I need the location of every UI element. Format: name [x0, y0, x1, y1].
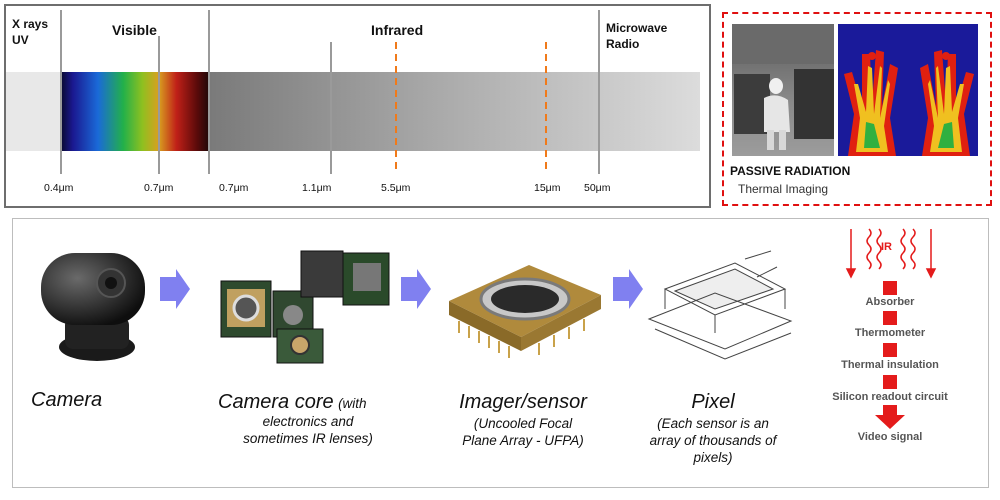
- infrared-band: [209, 72, 700, 151]
- tick-label: 1.1μm: [302, 182, 332, 194]
- thermal-title: PASSIVE RADIATION: [730, 164, 851, 178]
- tick-label: 5.5μm: [381, 182, 411, 194]
- layer-block: [883, 281, 897, 295]
- thermal-imaging-panel: PASSIVE RADIATION Thermal Imaging: [722, 12, 992, 206]
- visible-band: [61, 72, 209, 151]
- ir-radiation-icon: [845, 228, 937, 279]
- layer-absorber: Absorber: [865, 296, 915, 308]
- ir-label: IR: [881, 241, 892, 253]
- tick-label: 50μm: [584, 182, 611, 194]
- camera-core-image: [220, 250, 390, 364]
- thermal-subtitle: Thermal Imaging: [738, 182, 829, 196]
- arrow-right-icon: [160, 269, 190, 309]
- stage-sub-camera-core: electronics and sometimes IR lenses): [243, 414, 373, 446]
- thermal-images: [732, 24, 978, 156]
- stage-sub-imager: (Uncooled Focal Plane Array - UFPA): [462, 416, 584, 448]
- camera-image: [41, 253, 145, 361]
- layer-block: [883, 375, 897, 389]
- tick-label: 0.4μm: [44, 182, 74, 194]
- stage-title-camera: Camera: [31, 389, 103, 411]
- arrow-down-icon: [875, 405, 905, 429]
- stage-inline-with: (with: [338, 396, 367, 411]
- band-label-xray-uv: X rays UV: [12, 17, 49, 47]
- imager-sensor-image: [449, 265, 601, 358]
- pixel-diagram-image: [647, 250, 793, 360]
- tick-label: 0.7μm: [219, 182, 249, 194]
- stage-camera-core: Camera core (with: [218, 391, 398, 414]
- spectrum-panel: X rays UV Visible Infrared Microwave Rad…: [4, 4, 711, 208]
- stage-title-pixel: Pixel: [691, 391, 735, 413]
- stage-title-imager: Imager/sensor: [459, 391, 587, 413]
- stage-title-camera-core: Camera core: [218, 391, 334, 413]
- tick-label: 15μm: [534, 182, 561, 194]
- layer-thermometer: Thermometer: [854, 327, 926, 339]
- layer-block: [883, 343, 897, 357]
- band-label-microwave-radio: Microwave Radio: [606, 21, 668, 51]
- thermal-hands-image: [838, 24, 978, 156]
- band-label-visible: Visible: [112, 22, 157, 38]
- layer-block: [883, 311, 897, 325]
- xray-uv-band: [6, 72, 61, 151]
- tick-label: 0.7μm: [144, 182, 174, 194]
- spectrum-graphic: [6, 10, 700, 174]
- layer-video-signal: Video signal: [857, 431, 923, 443]
- arrow-right-icon: [613, 269, 643, 309]
- arrow-right-icon: [401, 269, 431, 309]
- layer-silicon-readout: Silicon readout circuit: [832, 391, 948, 403]
- pipeline-panel: Camera Camera core (with electronics and…: [12, 218, 989, 488]
- band-label-infrared: Infrared: [371, 22, 424, 38]
- stage-sub-pixel: (Each sensor is an array of thousands of…: [649, 416, 777, 465]
- layer-thermal-insulation: Thermal insulation: [841, 359, 939, 371]
- thermal-person-image: [732, 24, 834, 156]
